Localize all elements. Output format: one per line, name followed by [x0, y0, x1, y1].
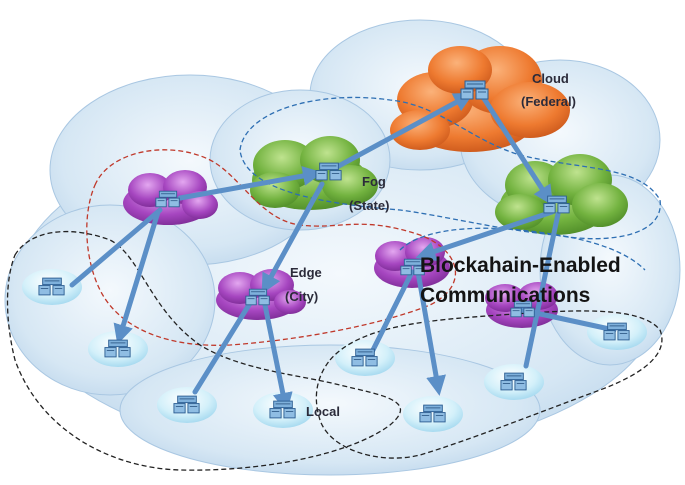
fog-sublabel: (State): [349, 198, 389, 213]
edge-sublabel: (City): [285, 289, 318, 304]
caption-line-2: Communications: [420, 284, 590, 307]
black-dashed-boundary-left: [6, 230, 401, 471]
red-dashed-boundary: [86, 149, 457, 346]
black-dashed-boundary-right: [315, 310, 663, 459]
connection-links: [69, 92, 617, 413]
cloud-label: Cloud: [532, 71, 569, 86]
edge-label: Edge: [290, 265, 322, 280]
blue-dashed-boundary: [239, 96, 661, 240]
local-label: Local: [306, 404, 340, 419]
blue-dashed-boundary-right: [399, 227, 646, 271]
caption-line-1: Blockahain-Enabled: [420, 254, 621, 277]
fog-label: Fog: [362, 174, 386, 189]
background-cloud: [4, 19, 681, 476]
cloud-sublabel: (Federal): [521, 94, 576, 109]
